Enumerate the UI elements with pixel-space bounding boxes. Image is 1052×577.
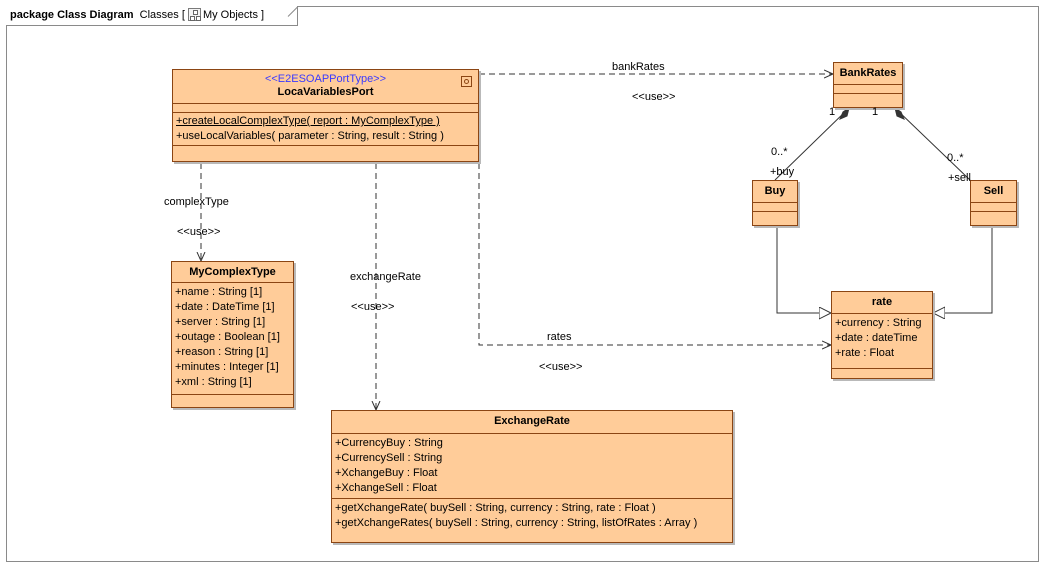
- dependency-stereotype-bankRates: <<use>>: [632, 91, 676, 103]
- class-sell[interactable]: Sell: [970, 180, 1017, 226]
- dependency-stereotype-rates: <<use>>: [539, 361, 583, 373]
- class-name: Buy: [753, 181, 797, 203]
- composition-diamond-buy: [839, 106, 850, 120]
- port-stereotype: <<E2ESOAPPortType>>: [264, 73, 387, 85]
- operation-compartment: +getXchangeRate( buySell : String, curre…: [332, 499, 732, 533]
- dependency-stereotype-exchangeRate: <<use>>: [351, 301, 395, 313]
- attribute: +date : dateTime: [835, 332, 918, 344]
- composition-buy: [774, 107, 850, 181]
- dependency-rates: [478, 163, 831, 345]
- operation-compartment: [834, 94, 902, 102]
- attribute: +name : String [1]: [175, 286, 263, 298]
- class-rate[interactable]: rate +currency : String +date : dateTime…: [831, 291, 933, 379]
- operation: +getXchangeRates( buySell : String, curr…: [335, 517, 698, 529]
- dependency-stereotype-complexType: <<use>>: [177, 226, 221, 238]
- attribute-compartment: +name : String [1] +date : DateTime [1] …: [172, 283, 293, 395]
- attribute-compartment: +CurrencyBuy : String +CurrencySell : St…: [332, 434, 732, 499]
- package-frame: [6, 6, 1039, 562]
- operation: +useLocalVariables( parameter : String, …: [176, 130, 444, 142]
- frame-kind: package: [10, 9, 55, 21]
- attribute: +xml : String [1]: [175, 376, 252, 388]
- multiplicity-sell: 0..*: [947, 152, 964, 164]
- class-name: MyComplexType: [172, 262, 293, 283]
- dependency-name-complexType: complexType: [164, 196, 229, 208]
- class-name: ExchangeRate: [332, 411, 732, 434]
- class-name: LocaVariablesPort: [277, 86, 374, 98]
- attribute: +rate : Float: [835, 347, 895, 359]
- dependency-name-exchangeRate: exchangeRate: [350, 271, 421, 283]
- frame-name: Classes: [139, 9, 179, 21]
- multiplicity-bankrates-sell: 1: [872, 106, 879, 118]
- multiplicity-bankrates-buy: 1: [829, 106, 836, 118]
- composition-sell: [894, 107, 971, 181]
- class-name: rate: [832, 292, 932, 314]
- operation: +createLocalComplexType( report : MyComp…: [176, 115, 440, 127]
- operation-compartment: [172, 395, 293, 401]
- attribute-compartment: [173, 104, 478, 113]
- attribute-compartment: [834, 85, 902, 94]
- dependency-name-bankRates: bankRates: [612, 61, 665, 73]
- dependency-name-rates: rates: [547, 331, 572, 343]
- operation-compartment: +createLocalComplexType( report : MyComp…: [173, 113, 478, 146]
- role-buy: +buy: [770, 166, 795, 178]
- operation-compartment: [753, 212, 797, 220]
- frame-diagram-type: Class Diagram: [57, 9, 134, 21]
- class-exchangerate[interactable]: ExchangeRate +CurrencyBuy : String +Curr…: [331, 410, 733, 543]
- attribute: +server : String [1]: [175, 316, 266, 328]
- operation: +getXchangeRate( buySell : String, curre…: [335, 502, 656, 514]
- attribute: +date : DateTime [1]: [175, 301, 275, 313]
- attribute: +minutes : Integer [1]: [175, 361, 279, 373]
- frame-header: package Class Diagram Classes [ My Objec…: [6, 6, 298, 26]
- attribute-compartment: [971, 203, 1016, 212]
- attribute-compartment: +currency : String +date : dateTime +rat…: [832, 314, 932, 369]
- attribute: +CurrencyBuy : String: [335, 437, 443, 449]
- frame-owner[interactable]: My Objects: [202, 9, 258, 21]
- class-mycomplextype[interactable]: MyComplexType +name : String [1] +date :…: [171, 261, 294, 408]
- attribute: +outage : Boolean [1]: [175, 331, 280, 343]
- attribute: +reason : String [1]: [175, 346, 269, 358]
- class-locavariablesport[interactable]: <<E2ESOAPPortType>> LocaVariablesPort +c…: [172, 69, 479, 162]
- generalization-buy-rate: [776, 227, 831, 313]
- generalization-sell-rate: [933, 227, 993, 313]
- multiplicity-buy: 0..*: [771, 146, 788, 158]
- attribute: +XchangeBuy : Float: [335, 467, 438, 479]
- class-name: BankRates: [834, 63, 902, 85]
- operation-compartment: [971, 212, 1016, 220]
- class-buy[interactable]: Buy: [752, 180, 798, 226]
- attribute-compartment: [753, 203, 797, 212]
- class-name: Sell: [971, 181, 1016, 203]
- attribute: +currency : String: [835, 317, 922, 329]
- port-type-icon: [461, 76, 472, 87]
- attribute: +XchangeSell : Float: [335, 482, 437, 494]
- class-diagram-icon: [187, 8, 201, 21]
- operation-compartment: [832, 369, 932, 377]
- composition-diamond-sell: [894, 106, 905, 120]
- attribute: +CurrencySell : String: [335, 452, 443, 464]
- class-bankrates[interactable]: BankRates: [833, 62, 903, 108]
- role-sell: +sell: [948, 172, 971, 184]
